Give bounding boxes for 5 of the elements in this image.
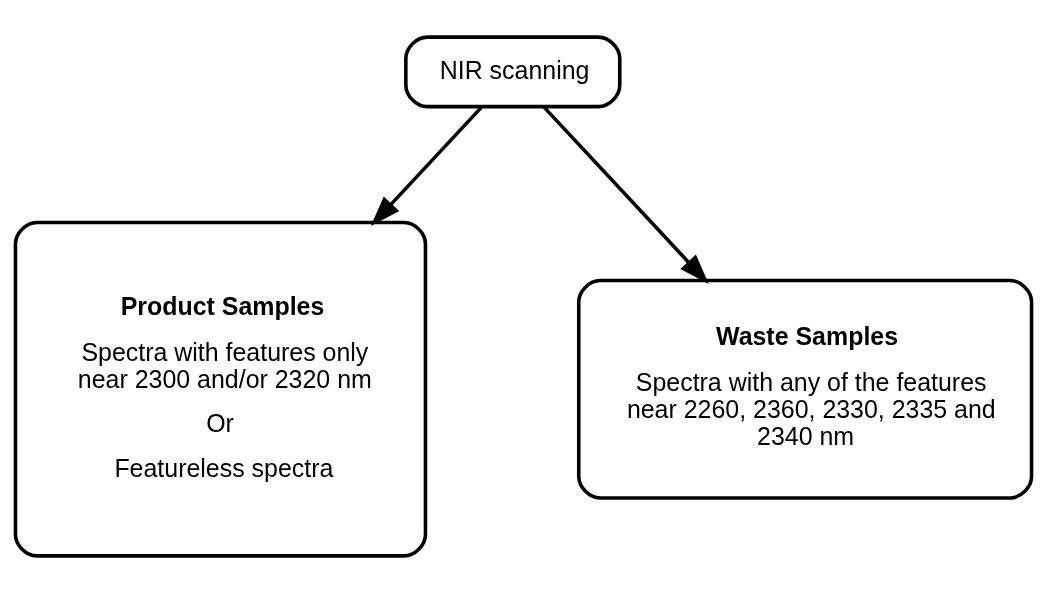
node-box: Waste Samples Spectra with any of the features near 2260, 2360, 2330, 2335 and 2340 nm: [576, 278, 1034, 500]
node-box: NIR scanning: [404, 35, 622, 109]
arrow: [542, 105, 709, 284]
arrow: [370, 105, 484, 227]
node-box: Product Samples Spectra with features only near 2300 and/or 2320 nm Or Featureless spectra: [13, 220, 428, 558]
